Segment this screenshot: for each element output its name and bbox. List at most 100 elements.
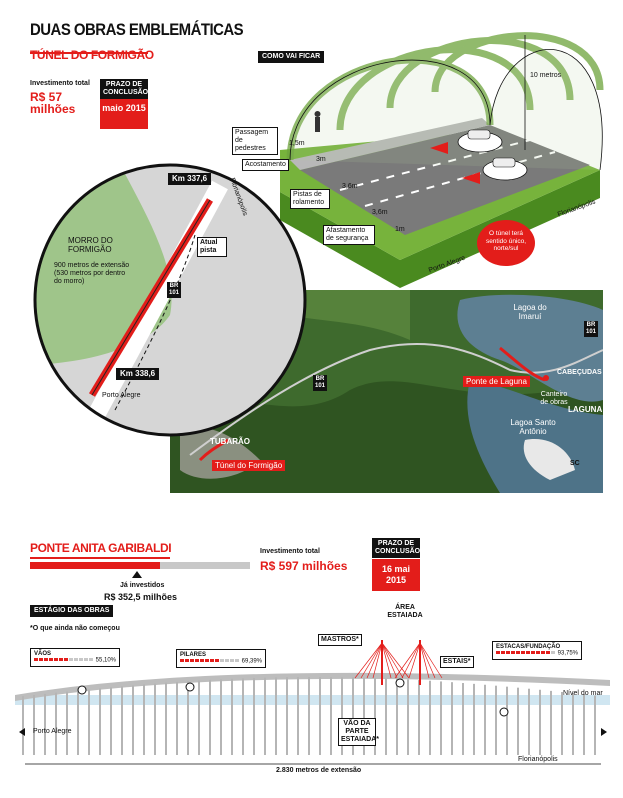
marker-estacas: [499, 707, 509, 717]
invested-label: Já investidos: [120, 582, 165, 589]
progress-dot: [496, 651, 500, 654]
label-lanes: Pistas de rolamento: [290, 189, 330, 209]
progress-dot: [84, 658, 88, 661]
progress-dot: [210, 659, 214, 662]
stage-estacas: ESTACAS/FUNDAÇÃO 93,75%: [492, 641, 583, 660]
stage-pilares: PILARES 69,39%: [176, 649, 267, 668]
progress-dot: [44, 658, 48, 661]
progress-dot: [54, 658, 58, 661]
label-height: 10 metros: [530, 72, 562, 79]
mastros-label: MASTROS*: [318, 634, 362, 646]
progress-dot: [185, 659, 189, 662]
inset-map: [33, 163, 307, 437]
vao-estaiada-label: VÃO DA PARTE ESTAIADA*: [338, 718, 379, 746]
page-title: DUAS OBRAS EMBLEMÁTICAS: [30, 20, 244, 39]
stage-estacas-progress: [496, 650, 556, 656]
bridge-title-underline: [30, 557, 170, 559]
br101-road: [189, 342, 603, 456]
tunnel-shell: [289, 49, 603, 171]
label-d3: 3,6m: [342, 183, 358, 190]
progress-dot: [230, 659, 234, 662]
progress-dot: [195, 659, 199, 662]
tunnel-title: TÚNEL DO FORMIGÃO: [30, 48, 154, 62]
label-d1: 1,5m: [289, 140, 305, 147]
nivel-mar-label: Nível do mar: [563, 690, 603, 697]
sc-map-shape: [523, 439, 575, 480]
progress-dot: [205, 659, 209, 662]
map-lagoa-imarui: Lagoa do Imaruí: [513, 303, 547, 321]
how-it-will-be-label: COMO VAI FICAR: [258, 51, 325, 63]
arrow-left-icon: [19, 728, 25, 736]
label-d5: 1m: [395, 226, 405, 233]
marker-vao-estaiada: [395, 678, 405, 688]
sea-level: [15, 695, 610, 705]
car-icon: [457, 129, 503, 153]
progress-dot: [69, 658, 73, 661]
progress-dot: [551, 651, 555, 654]
label-safety: Afastamento de segurança: [323, 225, 375, 245]
progress-dot: [34, 658, 38, 661]
tunnel-deadline-label: PRAZO DE CONCLUSÃO: [100, 79, 148, 99]
tunnel-title-underline: [30, 52, 148, 54]
marker-vaos: [77, 685, 87, 695]
progress-dot: [74, 658, 78, 661]
label-d4: 3,6m: [372, 209, 388, 216]
progress-dot: [89, 658, 93, 661]
extension-label: 2.830 metros de extensão: [276, 767, 362, 774]
progress-dot: [531, 651, 535, 654]
inset-desc: 900 metros de extensão (530 metros por d…: [54, 262, 130, 285]
map-lagoa-santo-antonio: Lagoa Santo Antônio: [510, 418, 556, 436]
label-shoulder: Acostamento: [242, 159, 289, 171]
progress-dot: [79, 658, 83, 661]
investment-progress-fill: [30, 562, 160, 569]
stage-note: *O que ainda não começou: [30, 625, 120, 632]
inset-porto-alegre: Porto Alegre: [102, 392, 141, 399]
stage-vaos-progress: [34, 657, 94, 663]
bridge-investment-value: R$ 597 milhões: [260, 559, 348, 573]
stage-pilares-progress: [180, 658, 240, 664]
estais-label: ESTAIS*: [440, 656, 474, 668]
progress-dot: [220, 659, 224, 662]
lagoon-imarui: [457, 294, 603, 402]
inset-morro: MORRO DO FORMIGÃO: [68, 236, 113, 254]
map-br101-badge-2: BR 101: [584, 321, 598, 337]
car-icon: [482, 157, 528, 181]
progress-dot: [541, 651, 545, 654]
map-canteiro: Canteiro de obras: [540, 391, 568, 406]
tunnel-route: [198, 438, 229, 462]
map-sc-label: SC: [570, 460, 580, 467]
label-d2: 3m: [316, 156, 326, 163]
progress-dot: [49, 658, 53, 661]
marker-pilares: [185, 682, 195, 692]
stage-vaos: VÃOS 55,10%: [30, 648, 121, 667]
progress-dot: [200, 659, 204, 662]
progress-dot: [180, 659, 184, 662]
progress-dot: [511, 651, 515, 654]
invested-pointer-icon: [132, 571, 142, 578]
ground-base: [280, 170, 600, 288]
tunnel-note-badge: O túnel terá sentido único, norte/sul: [477, 220, 535, 266]
progress-dot: [59, 658, 63, 661]
map-br101-badge: BR 101: [313, 375, 327, 391]
progress-dot: [225, 659, 229, 662]
bridge-deadline-value: 16 mai 2015: [372, 559, 420, 591]
inset-km-bottom: Km 338,6: [116, 368, 160, 380]
progress-dot: [501, 651, 505, 654]
bridge-investment-label: Investimento total: [260, 548, 320, 555]
area-estaiada-label: ÁREA ESTAIADA: [387, 604, 423, 619]
direction-arrow-icon: [430, 142, 448, 154]
inset-br-badge: BR 101: [167, 282, 181, 298]
progress-dot: [521, 651, 525, 654]
progress-dot: [190, 659, 194, 662]
tunnel-deadline-value: maio 2015: [100, 99, 148, 129]
pedestrian-icon: [315, 117, 320, 132]
map-ponte-laguna: Ponte de Laguna: [463, 376, 530, 387]
bridge-deck: [15, 672, 610, 701]
florianopolis-label: Florianópolis: [518, 756, 558, 763]
stage-title: ESTÁGIO DAS OBRAS: [30, 605, 114, 617]
progress-dot: [546, 651, 550, 654]
inset-km-top: Km 337,6: [168, 173, 212, 185]
sidewalk: [290, 118, 490, 170]
invested-value: R$ 352,5 milhões: [104, 592, 178, 602]
investment-progress-bar: [30, 562, 250, 569]
